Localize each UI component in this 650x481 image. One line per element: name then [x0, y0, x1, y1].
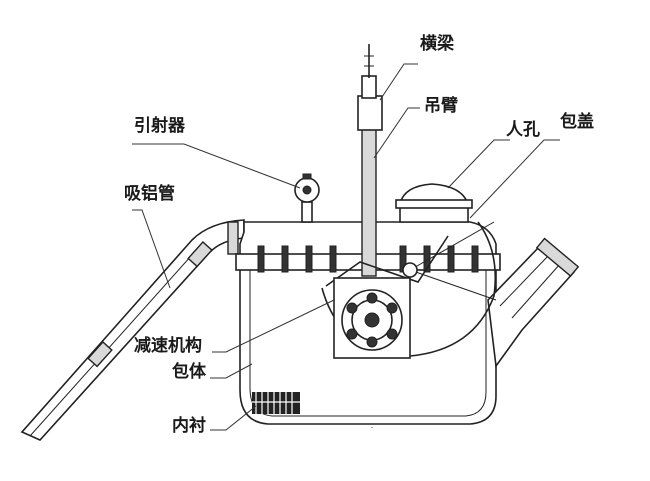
- label-body: 包体: [172, 362, 206, 382]
- boom: [357, 44, 383, 277]
- label-suction-pipe: 吸铝管: [124, 184, 175, 204]
- label-reducer: 减速机构: [134, 336, 202, 356]
- ejector: [294, 173, 320, 223]
- leader-lines: [132, 63, 560, 431]
- label-lining: 内衬: [172, 416, 206, 436]
- label-boom: 吊臂: [424, 96, 458, 116]
- rotation-arc: [321, 221, 497, 357]
- lining-hatch: [252, 392, 300, 414]
- manhole: [395, 183, 473, 223]
- label-crossbeam: 横梁: [420, 34, 454, 54]
- label-manhole: 人孔: [506, 120, 540, 140]
- reducer: [333, 277, 411, 359]
- suction-pipe: [20, 219, 245, 441]
- label-ejector: 引射器: [134, 116, 185, 136]
- label-cover: 包盖: [560, 112, 594, 132]
